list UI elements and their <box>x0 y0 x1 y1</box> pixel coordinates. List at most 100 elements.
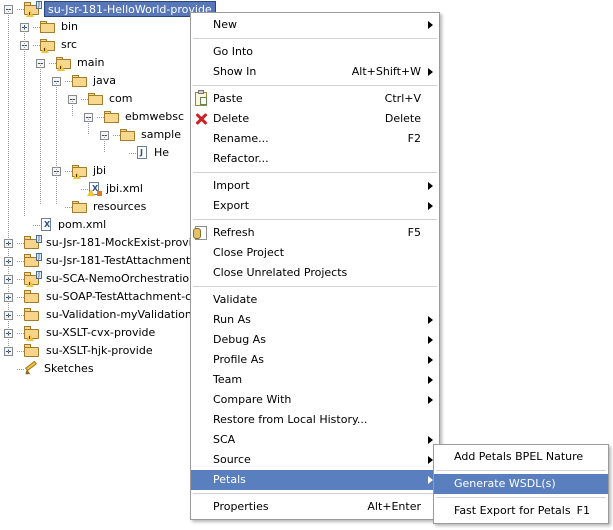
tree-item[interactable]: su-XSLT-cvx-provide <box>4 324 157 342</box>
menu-item[interactable]: Rename...F2 <box>191 129 439 149</box>
java-file-icon <box>136 146 149 160</box>
tree-item[interactable]: main <box>36 54 106 72</box>
tree-item-label: main <box>77 56 105 69</box>
menu-item-icon-slot <box>191 130 213 148</box>
tree-guide-line <box>88 117 89 135</box>
menu-item[interactable]: Run As <box>191 310 439 330</box>
tree-item[interactable]: su-SOAP-TestAttachment-con <box>4 288 207 306</box>
delete-icon <box>194 112 208 126</box>
menu-item-label: Debug As <box>213 333 266 346</box>
tree-guide-line <box>17 360 24 378</box>
tree-guide-line <box>65 162 72 180</box>
menu-item-label: Delete <box>213 112 250 125</box>
tree-guide-line <box>17 342 24 360</box>
tree-item-label: su-SCA-NemoOrchestration-pr <box>46 272 212 285</box>
menu-item[interactable]: Debug As <box>191 330 439 350</box>
tree-guide-line <box>33 18 40 36</box>
menu-item-label: New <box>213 18 237 31</box>
menu-item[interactable]: Validate <box>191 290 439 310</box>
project-folder-warning-icon <box>24 326 41 341</box>
folder-icon <box>104 110 120 124</box>
chevron-right-icon <box>428 21 433 29</box>
tree-item[interactable]: bin <box>20 18 80 36</box>
tree-item[interactable]: su-XSLT-hjk-provide <box>4 342 155 360</box>
menu-item-label: Validate <box>213 293 258 306</box>
menu-item[interactable]: Add Petals BPEL Nature <box>434 447 608 467</box>
menu-item[interactable]: Refresh F5 <box>191 223 439 243</box>
tree-item[interactable]: resources <box>52 198 148 216</box>
menu-item-shortcut: F1 <box>576 504 590 517</box>
menu-item-label: Import <box>213 179 250 192</box>
menu-item[interactable]: Go Into <box>191 42 439 62</box>
menu-item[interactable]: Close Unrelated Projects <box>191 263 439 283</box>
menu-item-icon-slot <box>191 498 213 516</box>
menu-item-label: Restore from Local History... <box>213 413 368 426</box>
menu-item[interactable]: Source <box>191 450 439 470</box>
chevron-right-icon <box>428 436 433 444</box>
tree-item[interactable]: He <box>116 144 171 162</box>
tree-guide-line <box>17 324 24 342</box>
tree-guide-line <box>113 126 120 144</box>
menu-item-label: SCA <box>213 433 236 446</box>
tree-guide-line <box>33 36 40 54</box>
menu-item[interactable]: Profile As <box>191 350 439 370</box>
menu-item-icon-slot <box>191 224 213 242</box>
menu-item[interactable]: Import <box>191 176 439 196</box>
menu-item-label: Compare With <box>213 393 292 406</box>
menu-item[interactable]: Close Project <box>191 243 439 263</box>
menu-item-icon-slot <box>191 331 213 349</box>
menu-item[interactable]: SCA <box>191 430 439 450</box>
folder-warning-icon <box>72 164 88 179</box>
menu-item[interactable]: Team <box>191 370 439 390</box>
tree-item[interactable]: Sketches <box>4 360 96 378</box>
menu-item[interactable]: Compare With <box>191 390 439 410</box>
chevron-right-icon <box>428 456 433 464</box>
tree-guide-line <box>81 180 88 198</box>
menu-separator <box>436 497 606 498</box>
tree-item[interactable]: sample <box>100 126 183 144</box>
menu-item[interactable]: New <box>191 15 439 35</box>
tree-item-label: He <box>154 146 170 159</box>
menu-item[interactable]: Restore from Local History... <box>191 410 439 430</box>
menu-separator <box>193 286 437 287</box>
menu-separator <box>193 219 437 220</box>
menu-item-label: Paste <box>213 92 243 105</box>
menu-item[interactable]: Petals <box>191 470 439 490</box>
menu-item-label: Fast Export for Petals <box>454 504 571 517</box>
menu-item[interactable]: Fast Export for Petals F1 <box>434 501 608 521</box>
project-folder-java-icon: J <box>24 235 42 250</box>
tree-item-label: jbi <box>93 164 107 177</box>
tree-item[interactable]: pom.xml <box>20 216 108 234</box>
menu-item[interactable]: Export <box>191 196 439 216</box>
menu-item-label: Refresh <box>213 226 255 239</box>
tree-guide-line <box>81 90 88 108</box>
menu-item-shortcut: F5 <box>407 226 421 239</box>
tree-item[interactable]: com <box>68 90 135 108</box>
project-folder-icon <box>24 290 41 304</box>
tree-guide-line <box>129 144 136 162</box>
menu-item[interactable]: Generate WSDL(s) <box>434 474 608 494</box>
tree-item-label: su-Jsr-181-MockExist-provide <box>46 236 206 249</box>
tree-item[interactable]: jbi.xml <box>68 180 145 198</box>
tree-item[interactable]: java <box>52 72 118 90</box>
menu-item-label: Generate WSDL(s) <box>454 477 556 490</box>
paste-icon <box>195 90 207 106</box>
tree-guide-line <box>56 81 57 205</box>
tree-item[interactable]: su-Validation-myValidation-pro <box>4 306 216 324</box>
tree-item[interactable]: src <box>20 36 79 54</box>
tree-item[interactable]: jbi <box>52 162 108 180</box>
menu-item-label: Add Petals BPEL Nature <box>454 450 584 463</box>
tree-item-label: su-XSLT-cvx-provide <box>46 326 156 339</box>
menu-item[interactable]: Refactor... <box>191 149 439 169</box>
tree-item[interactable]: ebmwebsc <box>84 108 186 126</box>
